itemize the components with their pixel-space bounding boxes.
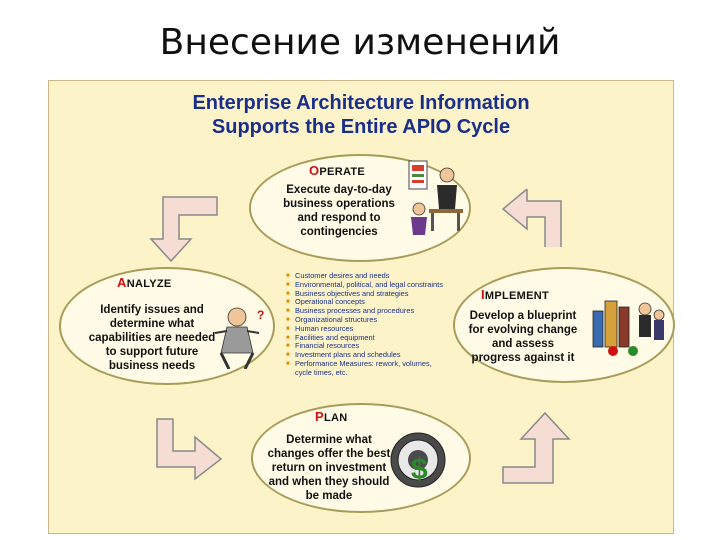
team-building-icon bbox=[592, 300, 665, 356]
plan-heading: PLAN bbox=[315, 409, 348, 424]
diagram-title-line-1: Enterprise Architecture Information bbox=[192, 92, 530, 114]
list-item: Performance Measures: rework, volumes, c… bbox=[286, 359, 446, 378]
analyze-line: to support future bbox=[105, 346, 199, 358]
list-item: Investment plans and schedules bbox=[286, 350, 446, 360]
analyze-heading: ANALYZE bbox=[117, 275, 172, 290]
implement-ellipse bbox=[453, 267, 675, 383]
dollar-wheel-icon: $ bbox=[390, 432, 446, 488]
svg-text:$: $ bbox=[411, 453, 428, 486]
analyze-heading-rest: NALYZE bbox=[126, 278, 172, 290]
implement-heading-rest: MPLEMENT bbox=[484, 290, 550, 302]
list-item: Human resources bbox=[286, 324, 446, 334]
arrow-analyze-to-plan bbox=[156, 418, 223, 481]
analyze-line: business needs bbox=[108, 360, 196, 372]
analyze-line: Identify issues and bbox=[100, 304, 204, 316]
list-item: Environmental, political, and legal cons… bbox=[286, 280, 446, 290]
analyze-heading-initial: A bbox=[117, 275, 127, 290]
operate-line: business operations bbox=[283, 198, 395, 210]
operate-ellipse bbox=[249, 154, 471, 262]
slide-title: Внесение изменений bbox=[159, 22, 561, 63]
operate-description: Execute day-to-day business operations a… bbox=[271, 183, 407, 239]
arrow-implement-to-operate bbox=[501, 189, 562, 247]
implement-line: for evolving change bbox=[468, 324, 578, 336]
plan-line: be made bbox=[305, 490, 353, 502]
implement-description: Develop a blueprint for evolving change … bbox=[459, 309, 587, 365]
plan-heading-rest: LAN bbox=[323, 412, 348, 424]
implement-line: and assess bbox=[491, 338, 554, 350]
implement-line: Develop a blueprint bbox=[469, 310, 577, 322]
operate-heading: OPERATE bbox=[309, 163, 365, 178]
operate-heading-rest: PERATE bbox=[319, 166, 366, 178]
svg-text:?: ? bbox=[257, 308, 264, 322]
operate-line: Execute day-to-day bbox=[286, 184, 392, 196]
diagram-title-line-2: Supports the Entire APIO Cycle bbox=[211, 116, 511, 138]
plan-line: changes offer the best bbox=[267, 448, 391, 460]
list-item: Financial resources bbox=[286, 342, 446, 351]
diagram-panel: Enterprise Architecture Information Supp… bbox=[48, 80, 675, 534]
arrow-operate-to-analyze bbox=[149, 196, 218, 263]
list-item: Facilities and equipment bbox=[286, 333, 446, 343]
implement-line: progress against it bbox=[471, 352, 575, 364]
plan-heading-initial: P bbox=[315, 409, 324, 424]
office-workers-icon bbox=[408, 160, 463, 235]
plan-description: Determine what changes offer the best re… bbox=[254, 433, 404, 503]
plan-line: Determine what bbox=[286, 434, 372, 446]
plan-line: and when they should bbox=[268, 476, 390, 488]
analyze-line: determine what bbox=[109, 318, 195, 330]
analyze-description: Identify issues and determine what capab… bbox=[75, 303, 229, 373]
ea-information-list: Customer desires and needs Environmental… bbox=[286, 271, 446, 378]
operate-line: contingencies bbox=[300, 226, 378, 238]
list-item: Organizational structures bbox=[286, 315, 446, 325]
analyze-line: capabilities are needed bbox=[88, 332, 216, 344]
list-item: Business objectives and strategies bbox=[286, 289, 446, 299]
implement-heading-initial: I bbox=[481, 287, 485, 302]
arrow-plan-to-implement bbox=[502, 411, 571, 484]
plan-line: return on investment bbox=[271, 462, 387, 474]
list-item: Operational concepts bbox=[286, 298, 446, 307]
implement-heading: IMPLEMENT bbox=[481, 287, 549, 302]
operate-heading-initial: O bbox=[309, 163, 320, 178]
thinking-man-icon: ? bbox=[214, 307, 264, 369]
operate-line: and respond to bbox=[297, 212, 381, 224]
list-item: Business processes and procedures bbox=[286, 306, 446, 316]
diagram-title: Enterprise Architecture Information Supp… bbox=[49, 91, 673, 139]
list-item: Customer desires and needs bbox=[286, 271, 446, 281]
